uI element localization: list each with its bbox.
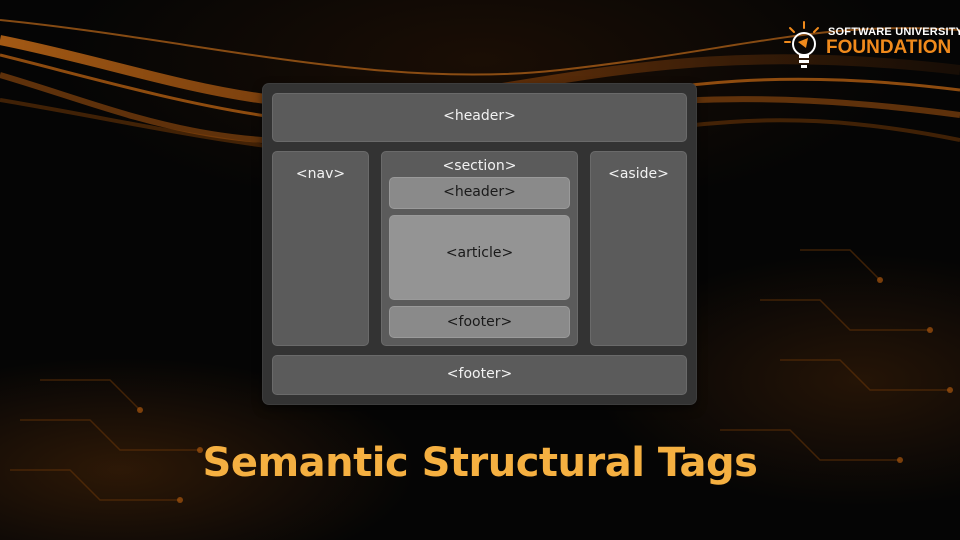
section-header-label: <header> <box>443 184 516 200</box>
article-box: <article> <box>389 215 570 300</box>
aside-label: <aside> <box>608 166 669 182</box>
logo: SOFTWARE UNIVERSITY FOUNDATION <box>782 20 960 72</box>
section-header-box: <header> <box>389 177 570 209</box>
header-label: <header> <box>443 108 516 124</box>
slide-title: Semantic Structural Tags <box>202 440 758 486</box>
article-label: <article> <box>445 245 514 261</box>
layout-diagram: <header> <nav> <section> <header> <artic… <box>263 84 696 404</box>
footer-box: <footer> <box>272 355 687 395</box>
aside-box: <aside> <box>590 151 687 346</box>
header-box: <header> <box>272 93 687 142</box>
nav-label: <nav> <box>295 166 346 182</box>
footer-label: <footer> <box>446 366 513 382</box>
nav-box: <nav> <box>272 151 369 346</box>
logo-text-main: FOUNDATION <box>826 37 952 58</box>
section-box: <section> <header> <article> <footer> <box>381 151 578 346</box>
lightbulb-icon <box>784 21 819 68</box>
section-footer-label: <footer> <box>446 314 513 330</box>
logo-text-top: SOFTWARE UNIVERSITY <box>828 26 960 38</box>
section-label: <section> <box>442 158 517 174</box>
section-footer-box: <footer> <box>389 306 570 338</box>
